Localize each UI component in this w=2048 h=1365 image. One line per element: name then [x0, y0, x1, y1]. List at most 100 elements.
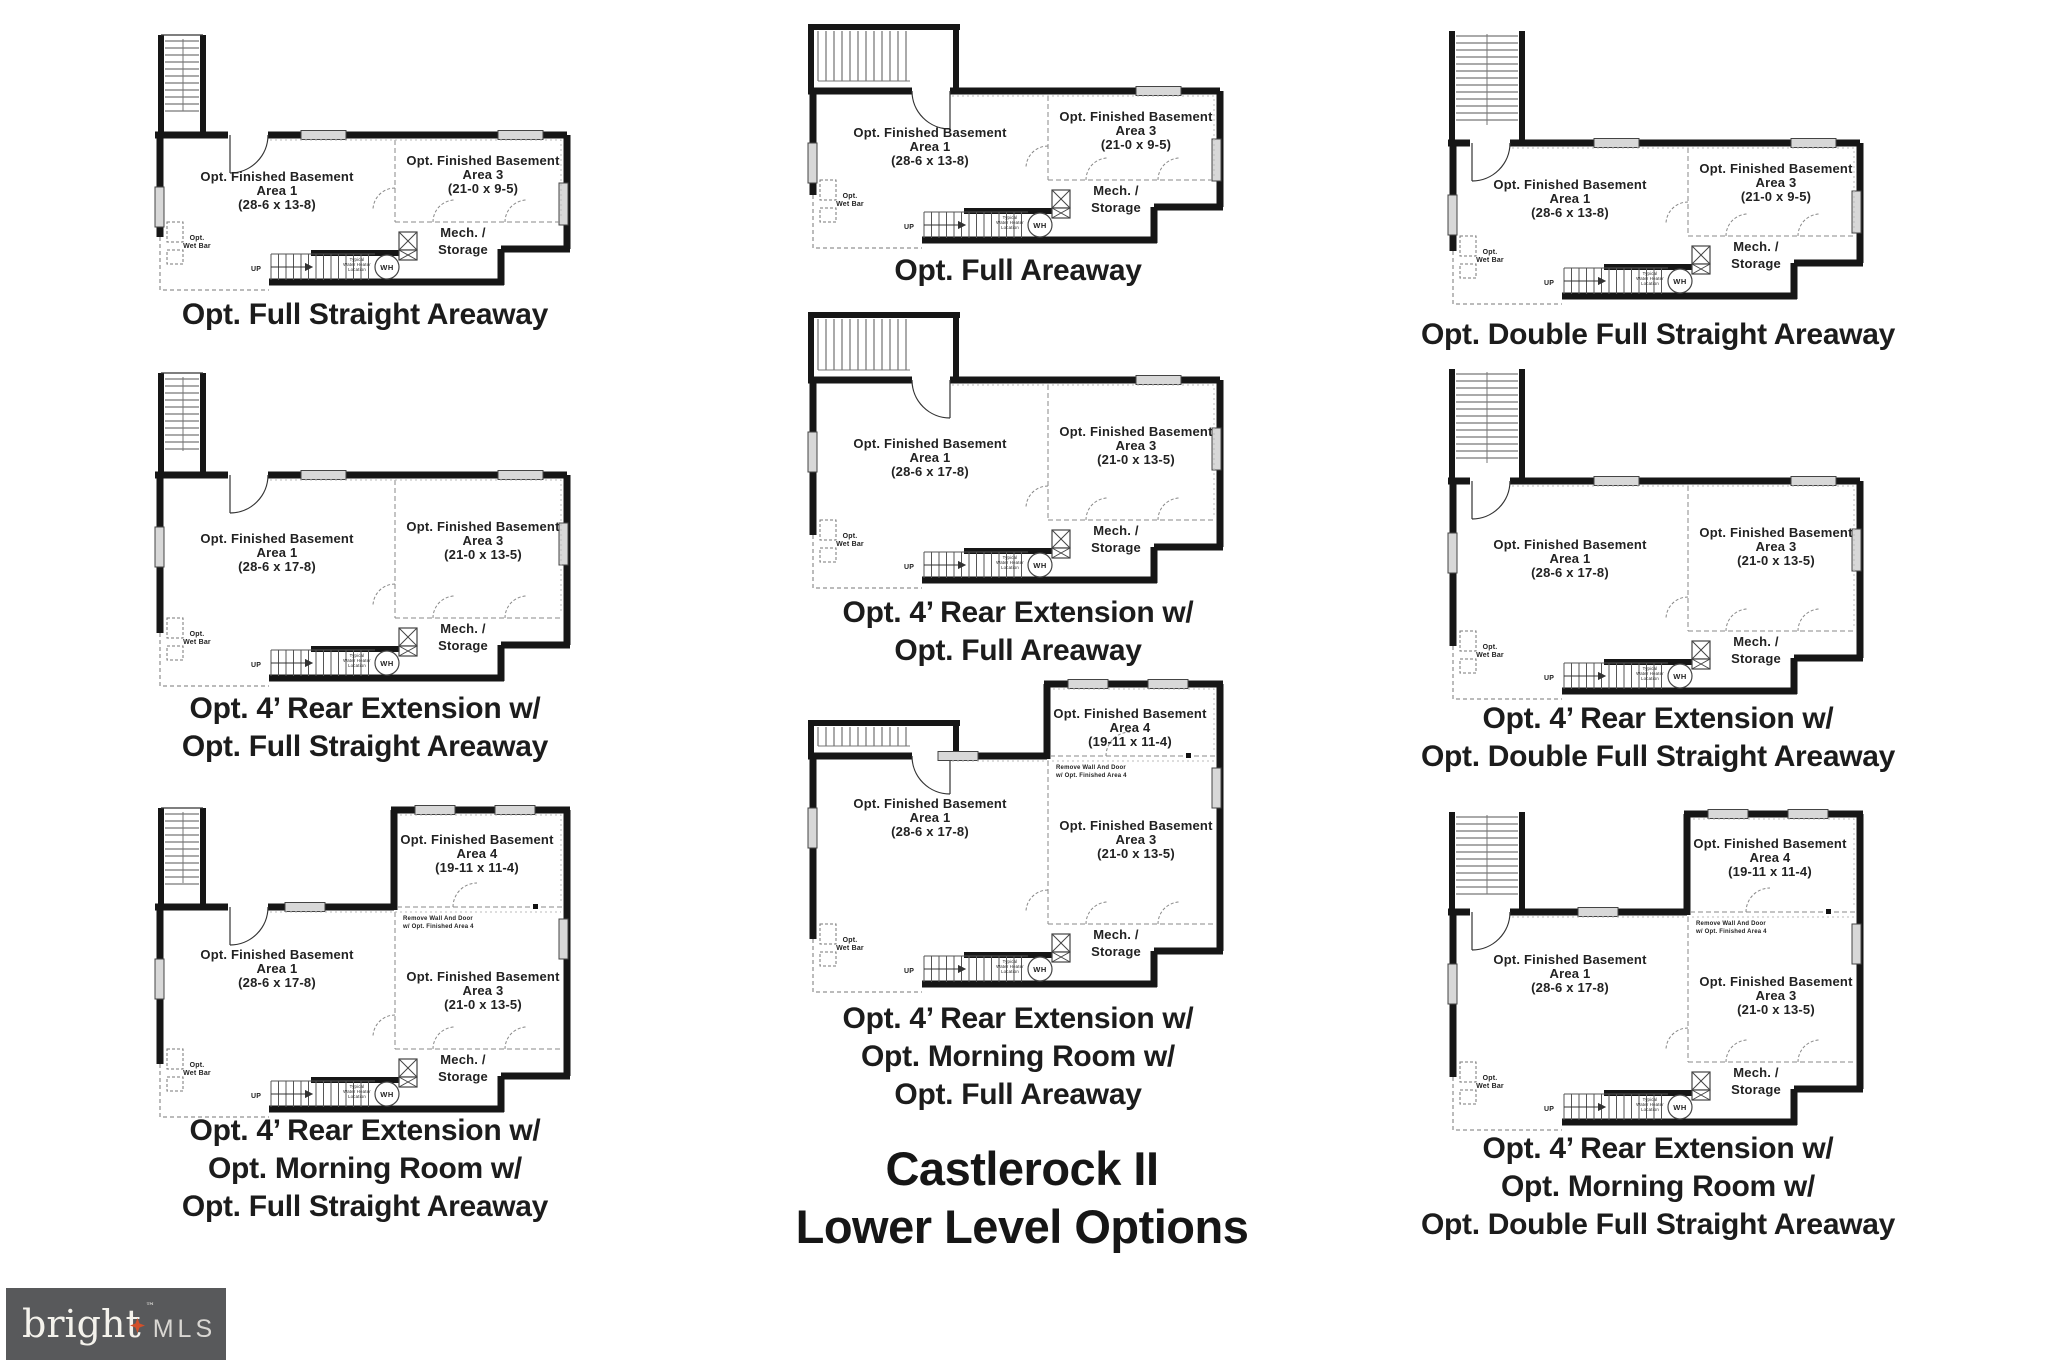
- mech-storage-label: Storage: [1091, 540, 1141, 555]
- wh-note: Typical: [1643, 271, 1658, 276]
- window-marker: [1135, 375, 1182, 385]
- wh-note: Location: [1001, 565, 1019, 570]
- wh-note: Location: [1001, 225, 1019, 230]
- areaway-stairs: [808, 24, 960, 94]
- area3-label: Opt. Finished Basement: [406, 969, 560, 984]
- wh-label: WH: [380, 1090, 394, 1099]
- area1-label: Opt. Finished Basement: [200, 169, 354, 184]
- wet-bar: Opt.Wet Bar: [819, 179, 864, 223]
- areaway-stairs: [1449, 369, 1525, 484]
- walls: [808, 684, 1224, 993]
- plan-caption: Opt. 4’ Rear Extension w/ Opt. Morning R…: [842, 1002, 1194, 1111]
- remove-wall-note: w/ Opt. Finished Area 4: [1695, 929, 1767, 935]
- windows: [1447, 138, 1862, 236]
- windows: [1447, 907, 1862, 1005]
- area1-label: Area 1: [257, 183, 298, 198]
- room-partitions: [1512, 485, 1856, 632]
- area3-label: Area 3: [1756, 539, 1797, 554]
- window-marker: [1447, 963, 1458, 1005]
- area3-label: Opt. Finished Basement: [1059, 109, 1213, 124]
- area3-label: Area 3: [1756, 988, 1797, 1003]
- area3-label: Opt. Finished Basement: [1699, 525, 1853, 540]
- sheet-title-line1: Castlerock II: [885, 1142, 1159, 1195]
- area1-label: (28-6 x 17-8): [891, 464, 969, 479]
- window-marker: [1707, 809, 1749, 819]
- window-marker: [1593, 138, 1640, 148]
- room-partitions: [270, 911, 563, 1050]
- areaway-stairs: [808, 312, 960, 383]
- wh-note: Location: [1641, 676, 1659, 681]
- window-marker: [1790, 138, 1837, 148]
- window-marker: [558, 522, 569, 566]
- wh-note: Typical: [1003, 959, 1018, 964]
- wh-note: Water Heater: [343, 1089, 371, 1094]
- plan-label: Area 4: [457, 846, 499, 861]
- area3-label: Area 3: [463, 167, 504, 182]
- area1-label: (28-6 x 17-8): [238, 559, 316, 574]
- sheet-title: Castlerock II Lower Level Options: [712, 1140, 1332, 1256]
- wh-note: Water Heater: [343, 658, 371, 663]
- area1-label: Area 1: [1550, 551, 1591, 566]
- window-marker: [1851, 528, 1862, 572]
- windows: [807, 751, 1222, 849]
- wet-bar-label: Wet Bar: [1476, 652, 1504, 659]
- wh-note: Location: [348, 267, 366, 272]
- area1-label: Area 1: [910, 139, 951, 154]
- area1-label: Opt. Finished Basement: [200, 531, 354, 546]
- window-marker: [497, 470, 544, 480]
- wet-bar-label: Opt.: [1483, 249, 1498, 256]
- interior-stairs: UP: [1544, 1093, 1668, 1120]
- wet-bar-label: Wet Bar: [183, 243, 211, 250]
- remove-wall-note: Remove Wall And Door: [1696, 921, 1766, 927]
- mech-storage-label: Mech. /: [440, 1052, 486, 1067]
- wet-bar-label: Opt.: [190, 1062, 205, 1069]
- plan-caption: Opt. Full Areaway: [894, 254, 1142, 287]
- window-marker: [937, 751, 979, 761]
- mech-storage-label: Storage: [438, 1069, 488, 1084]
- room-partitions: [1512, 916, 1856, 1063]
- logo-mls-text: MLS: [152, 1314, 217, 1343]
- area3-label: Opt. Finished Basement: [406, 519, 560, 534]
- plan-label: Area 4: [1110, 720, 1152, 735]
- wh-label: WH: [380, 263, 394, 272]
- room-partitions: [952, 384, 1216, 521]
- mech-storage-label: Mech. /: [1093, 183, 1139, 198]
- area1-label: (28-6 x 13-8): [891, 153, 969, 168]
- wh-label: WH: [1673, 277, 1687, 286]
- wet-bar-label: Opt.: [1483, 1075, 1498, 1082]
- room-partitions: [1512, 147, 1856, 237]
- remove-wall-note: w/ Opt. Finished Area 4: [402, 924, 474, 930]
- up-label: UP: [904, 224, 914, 231]
- window-marker: [154, 526, 165, 568]
- mech-storage-label: Mech. /: [1733, 239, 1779, 254]
- wet-bar-label: Opt.: [1483, 644, 1498, 651]
- wet-bar-label: Opt.: [843, 533, 858, 540]
- area1-label: (28-6 x 17-8): [238, 975, 316, 990]
- up-label: UP: [904, 968, 914, 975]
- interior-stairs: UP: [904, 551, 1028, 578]
- window-marker: [807, 142, 818, 184]
- plan-caption: Opt. 4’ Rear Extension w/ Opt. Full Stra…: [181, 692, 549, 763]
- wet-bar: Opt.Wet Bar: [166, 221, 211, 265]
- window-marker: [300, 470, 347, 480]
- area3-label: (21-0 x 13-5): [1097, 846, 1175, 861]
- wh-note: Location: [1641, 1107, 1659, 1112]
- wh-note: Typical: [350, 1084, 365, 1089]
- wet-bar: Opt.Wet Bar: [166, 617, 211, 661]
- wet-bar: Opt.Wet Bar: [819, 519, 864, 563]
- room-partitions: [270, 479, 563, 619]
- wet-bar-label: Opt.: [843, 937, 858, 944]
